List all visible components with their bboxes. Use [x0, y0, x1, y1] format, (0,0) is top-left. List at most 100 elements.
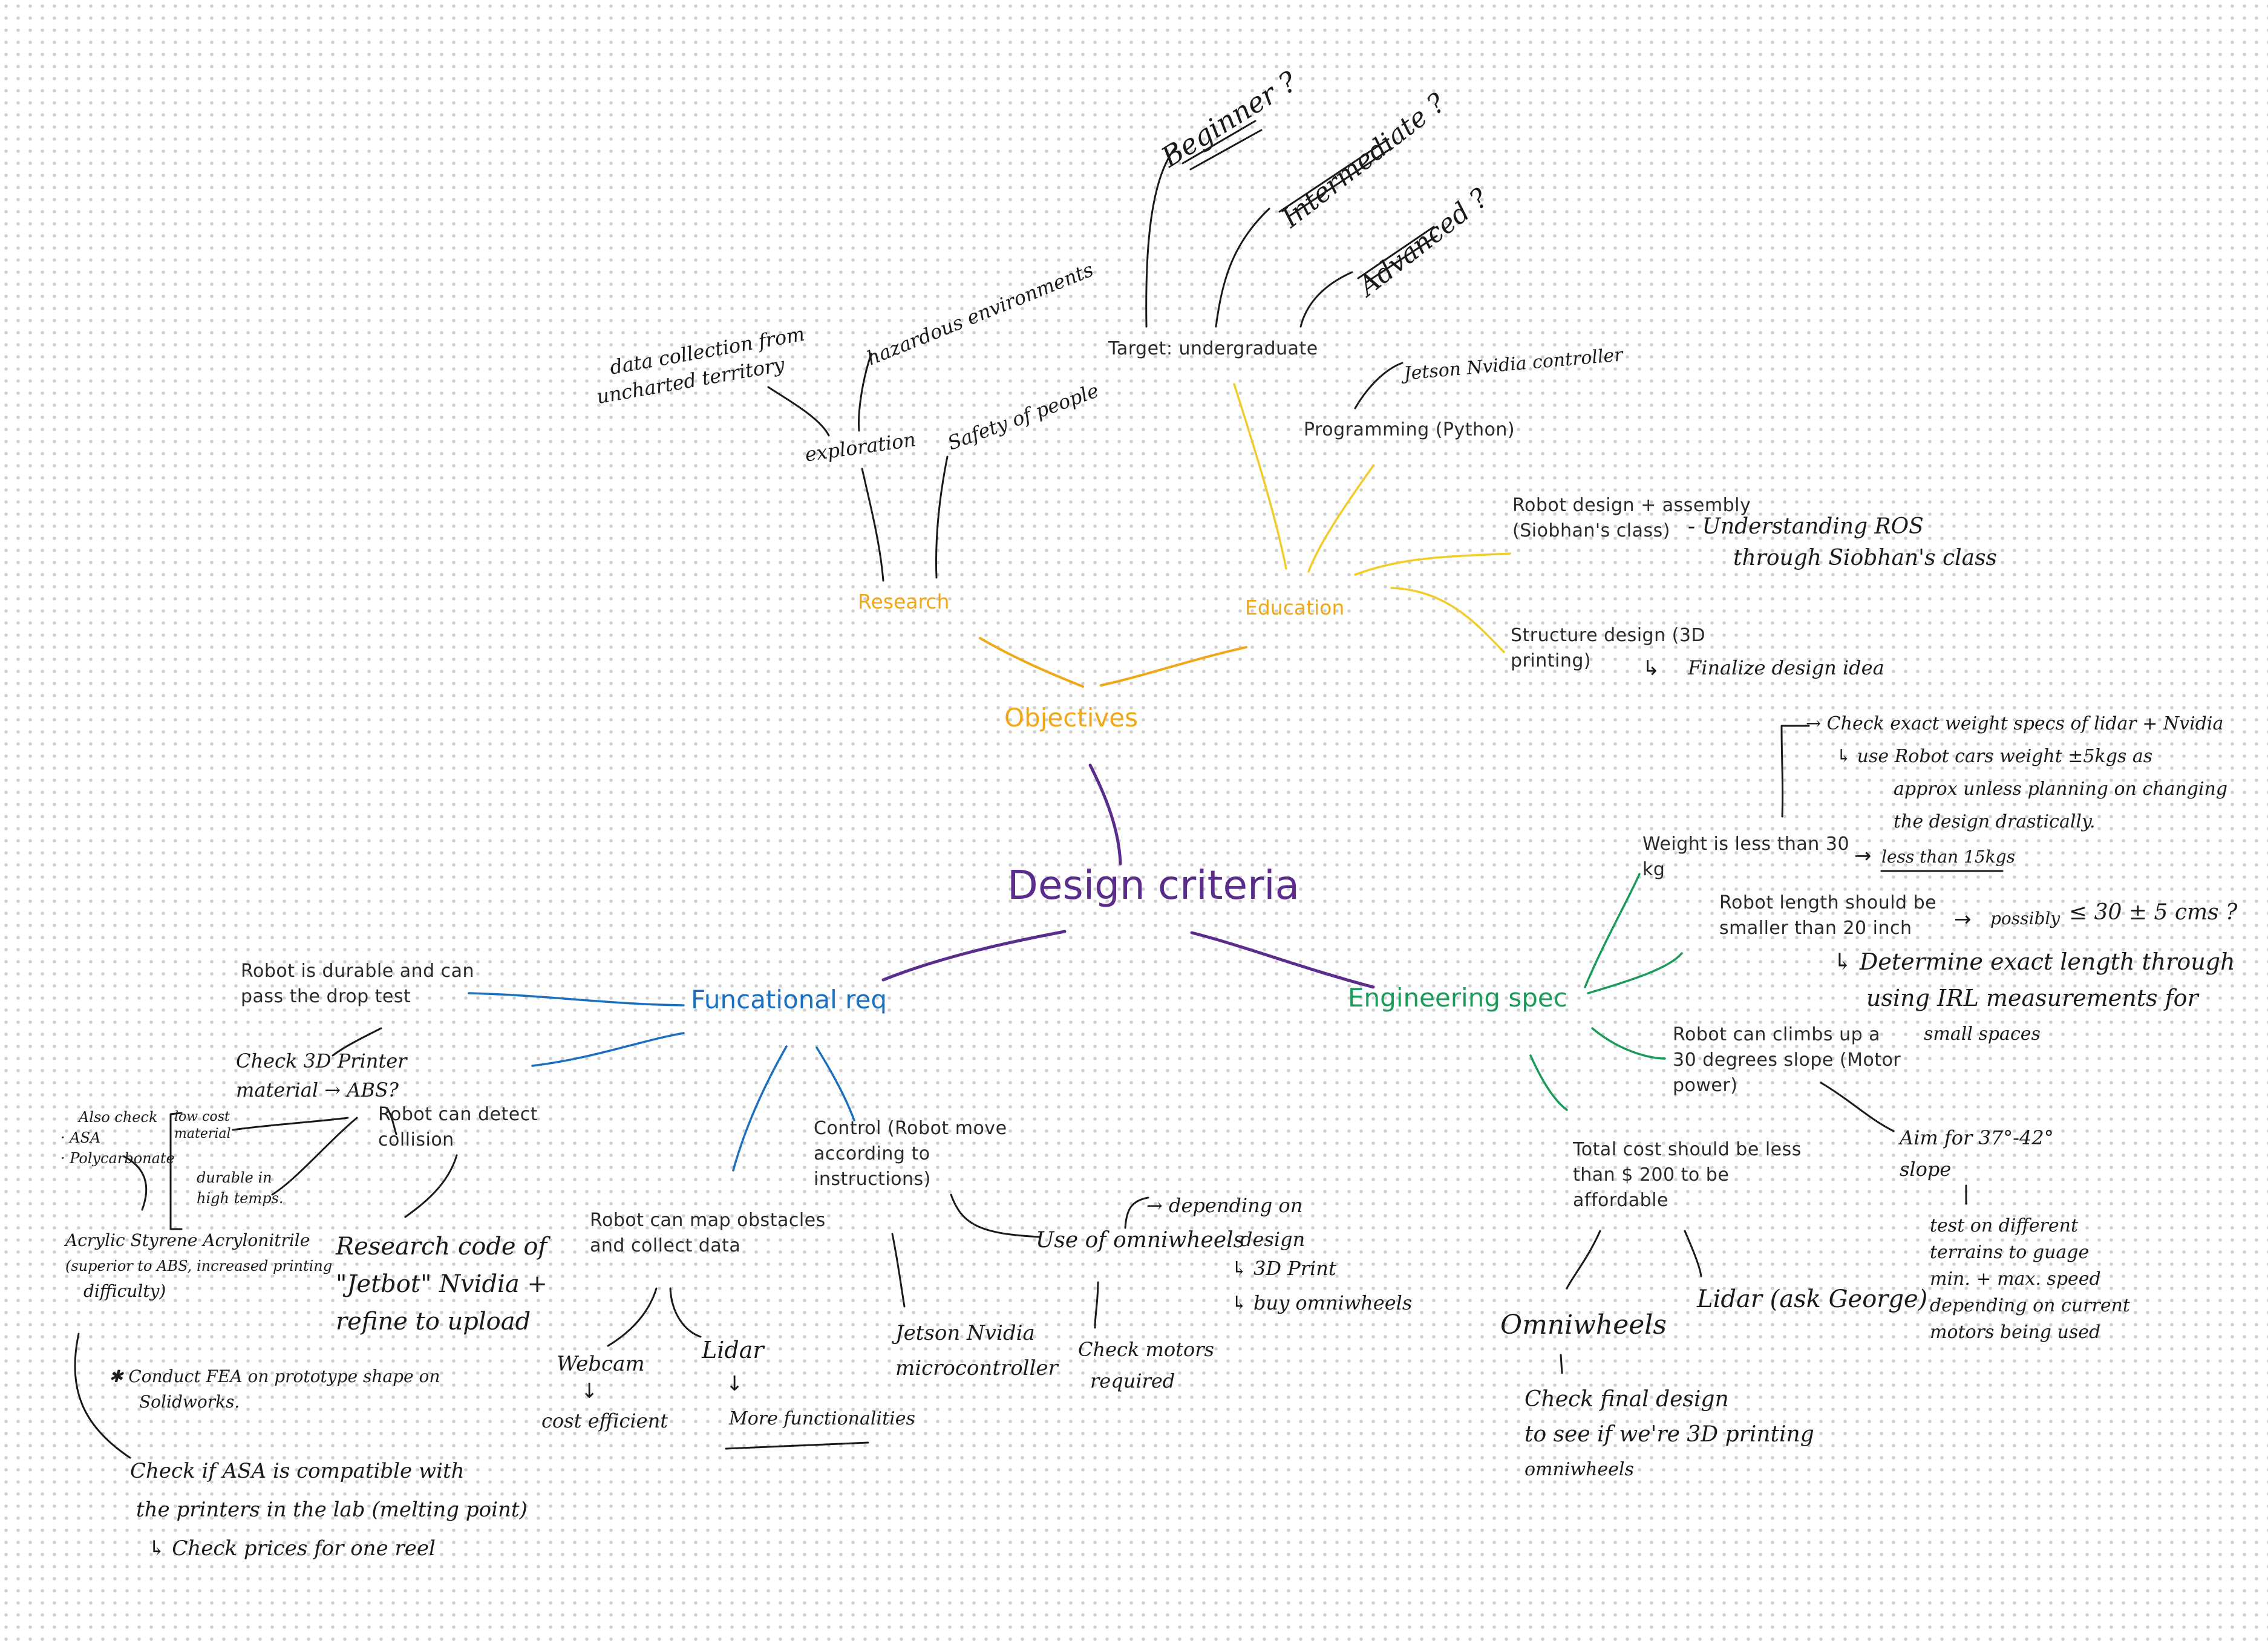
- link-acrylic-check-asa: [74, 1333, 131, 1459]
- link-education-robot-design: [1354, 552, 1511, 576]
- ros-note: - Understanding ROS through Siobhan's cl…: [1688, 511, 1997, 574]
- finalize-arrow-icon: ↳: [1642, 656, 1660, 680]
- functional-label: Funcational req: [691, 985, 887, 1014]
- link-check-durable-temps: [271, 1117, 358, 1196]
- link-bracket: [169, 1112, 183, 1230]
- weight-line-1: Weight is less than 30: [1642, 834, 1850, 855]
- map-note: Robot can map obstacles and collect data: [590, 1208, 826, 1259]
- link-durable-check: [332, 1027, 382, 1057]
- underline-beginner: [1181, 120, 1263, 171]
- low-cost-line-1: low cost: [174, 1109, 230, 1124]
- jetson-micro-line-2: microcontroller: [895, 1356, 1058, 1380]
- check-material-note: Check 3D Printer material → ABS?: [236, 1046, 407, 1104]
- check-weight-line-4: the design drastically.: [1894, 811, 2096, 832]
- link-target-intermediate: [1215, 207, 1270, 328]
- omniwheels-note: Use of omniwheels: [1036, 1228, 1245, 1253]
- test-note: test on different terrains to guage min.…: [1930, 1213, 2130, 1346]
- link-eng-weight: [1584, 873, 1641, 988]
- link-root-objectives: [1088, 763, 1122, 866]
- finalize-note: Finalize design idea: [1688, 656, 1884, 679]
- also-check-line-1: Also check: [79, 1109, 158, 1126]
- link-func-control: [815, 1046, 855, 1121]
- durable-line-2: pass the drop test: [241, 986, 411, 1007]
- engineering-label: Engineering spec: [1348, 983, 1567, 1013]
- link-research-exploration: [861, 468, 884, 582]
- durable-temps-note: durable in high temps.: [197, 1167, 284, 1209]
- acrylic-line-1: Acrylic Styrene Acrylonitrile: [65, 1230, 310, 1250]
- weight-arrow-icon: →: [1854, 844, 1872, 868]
- acrylic-line-3: difficulty): [83, 1281, 166, 1301]
- weight-limit-note: less than 15kgs: [1881, 847, 2015, 867]
- research-code-line-2: "Jetbot" Nvidia +: [336, 1270, 547, 1298]
- test-line-2: terrains to guage: [1930, 1242, 2090, 1263]
- webcam-note: Webcam: [557, 1352, 645, 1376]
- durable-temps-line-2: high temps.: [197, 1190, 284, 1207]
- robot-design-line-2: (Siobhan's class): [1512, 520, 1670, 541]
- link-cost-lidar: [1684, 1230, 1702, 1277]
- link-func-check: [531, 1032, 685, 1067]
- check-asa-line-3: ↳ Check prices for one reel: [148, 1536, 436, 1561]
- ros-line-2: through Siobhan's class: [1733, 546, 1998, 570]
- link-check-lowcost: [232, 1117, 349, 1131]
- link-eng-length: [1587, 952, 1683, 994]
- check-motors-line-2: required: [1090, 1369, 1175, 1392]
- research-code-line-3: refine to upload: [336, 1308, 531, 1336]
- slope-note: Robot can climbs up a 30 degrees slope (…: [1673, 1022, 1901, 1098]
- research-code-note: Research code of "Jetbot" Nvidia + refin…: [336, 1228, 547, 1340]
- link-education-programming: [1307, 465, 1374, 573]
- length-line-1: Robot length should be: [1719, 892, 1937, 913]
- control-line-2: according to: [814, 1143, 930, 1164]
- weight-line-2: kg: [1642, 859, 1665, 880]
- robot-design-line-1: Robot design + assembly: [1512, 495, 1751, 516]
- link-omni-depending: [1124, 1196, 1149, 1229]
- link-objectives-research: [979, 637, 1084, 688]
- ros-line-1: - Understanding ROS: [1688, 514, 1924, 539]
- control-line-3: instructions): [814, 1169, 931, 1190]
- length-line-2: smaller than 20 inch: [1719, 918, 1912, 939]
- length-arrow-icon: →: [1954, 907, 1972, 931]
- link-map-lidar: [669, 1287, 702, 1338]
- also-check-line-3: · Polycarbonate: [60, 1150, 175, 1167]
- check-asa-note: Check if ASA is compatible with the prin…: [130, 1452, 528, 1568]
- omni-eng-note: Omniwheels: [1500, 1310, 1667, 1340]
- check-final-line-1: Check final design: [1525, 1387, 1729, 1412]
- print-3d-note: ↳ 3D Print: [1231, 1257, 1336, 1280]
- acrylic-line-2: (superior to ABS, increased printing: [65, 1258, 333, 1274]
- low-cost-line-2: material: [174, 1126, 231, 1141]
- link-eng-cost: [1529, 1054, 1568, 1111]
- aim-line-2: slope: [1900, 1158, 1952, 1181]
- jetson-micro-note: Jetson Nvidia microcontroller: [895, 1316, 1058, 1386]
- acrylic-note: Acrylic Styrene Acrylonitrile (superior …: [65, 1228, 332, 1304]
- link-slope-aim: [1820, 1081, 1895, 1132]
- slope-line-3: power): [1673, 1075, 1738, 1096]
- test-line-4: depending on current: [1930, 1295, 2130, 1316]
- detect-line-2: collision: [378, 1129, 454, 1150]
- objectives-label: Objectives: [1004, 703, 1139, 732]
- link-cost-omni: [1566, 1230, 1601, 1290]
- research-label: Research: [858, 590, 950, 613]
- slope-line-1: Robot can climbs up a: [1673, 1024, 1881, 1045]
- detect-line-1: Robot can detect: [378, 1104, 538, 1125]
- durable-line-1: Robot is durable and can: [241, 961, 475, 982]
- test-line-3: min. + max. speed: [1930, 1268, 2101, 1290]
- link-education-structure: [1390, 587, 1505, 653]
- link-programming-jetson: [1354, 362, 1404, 409]
- link-func-durable: [468, 992, 685, 1006]
- check-final-line-2: to see if we're 3D printing: [1525, 1422, 1814, 1447]
- control-line-1: Control (Robot move: [814, 1118, 1007, 1139]
- determine-note: ↳ Determine exact length through using I…: [1833, 944, 2235, 1052]
- structure-design-note: Structure design (3D printing): [1511, 623, 1705, 674]
- research-code-line-1: Research code of: [336, 1233, 547, 1261]
- link-research-safety: [935, 455, 949, 579]
- link-target-beginner: [1145, 147, 1176, 328]
- check-motors-note: Check motors required: [1078, 1334, 1214, 1397]
- link-omni-final: [1560, 1354, 1563, 1374]
- determine-line-2: using IRL measurements for: [1866, 985, 2198, 1011]
- check-material-line-1: Check 3D Printer: [236, 1049, 407, 1072]
- aim-line-1: Aim for 37°-42°: [1900, 1126, 2054, 1149]
- durable-temps-line-1: durable in: [197, 1169, 272, 1186]
- cost-line-1: Total cost should be less: [1573, 1139, 1802, 1160]
- webcam-arrow-icon: ↓: [581, 1379, 598, 1403]
- link-eng-slope: [1591, 1027, 1666, 1060]
